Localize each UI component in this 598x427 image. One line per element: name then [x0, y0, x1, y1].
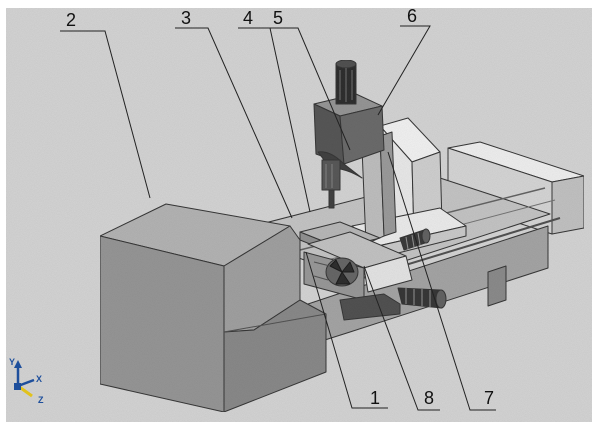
- spindle: [321, 159, 341, 191]
- carriage-side: [363, 255, 413, 293]
- chuck-jaws: [329, 259, 355, 285]
- tail-stand-front: [551, 175, 585, 235]
- carriage-support: [339, 293, 401, 321]
- callout-6: 6: [407, 6, 417, 26]
- spindle-head-side: [339, 105, 385, 165]
- callout-8: 8: [424, 388, 434, 408]
- bed-foot-right: [487, 265, 507, 307]
- headstock-edge: [223, 313, 327, 333]
- callout-2: 2: [66, 10, 76, 30]
- lower-lead-screw: [397, 287, 447, 309]
- leader-lines: [60, 25, 496, 411]
- callout-1: 1: [370, 388, 380, 408]
- axis-label-z: Z: [38, 395, 44, 405]
- callout-4: 4: [243, 8, 253, 28]
- column-side: [379, 131, 397, 237]
- spindle-motor-cap: [335, 59, 357, 69]
- headstock-front: [99, 235, 225, 413]
- callout-5: 5: [273, 8, 283, 28]
- upper-lead-screw: [399, 228, 431, 251]
- axis-triad: [14, 360, 35, 398]
- cutting-tool: [328, 189, 335, 209]
- callout-3: 3: [181, 8, 191, 28]
- axis-label-x: X: [36, 374, 42, 384]
- callout-7: 7: [484, 388, 494, 408]
- machine: [99, 59, 585, 413]
- axis-label-y: Y: [9, 357, 15, 367]
